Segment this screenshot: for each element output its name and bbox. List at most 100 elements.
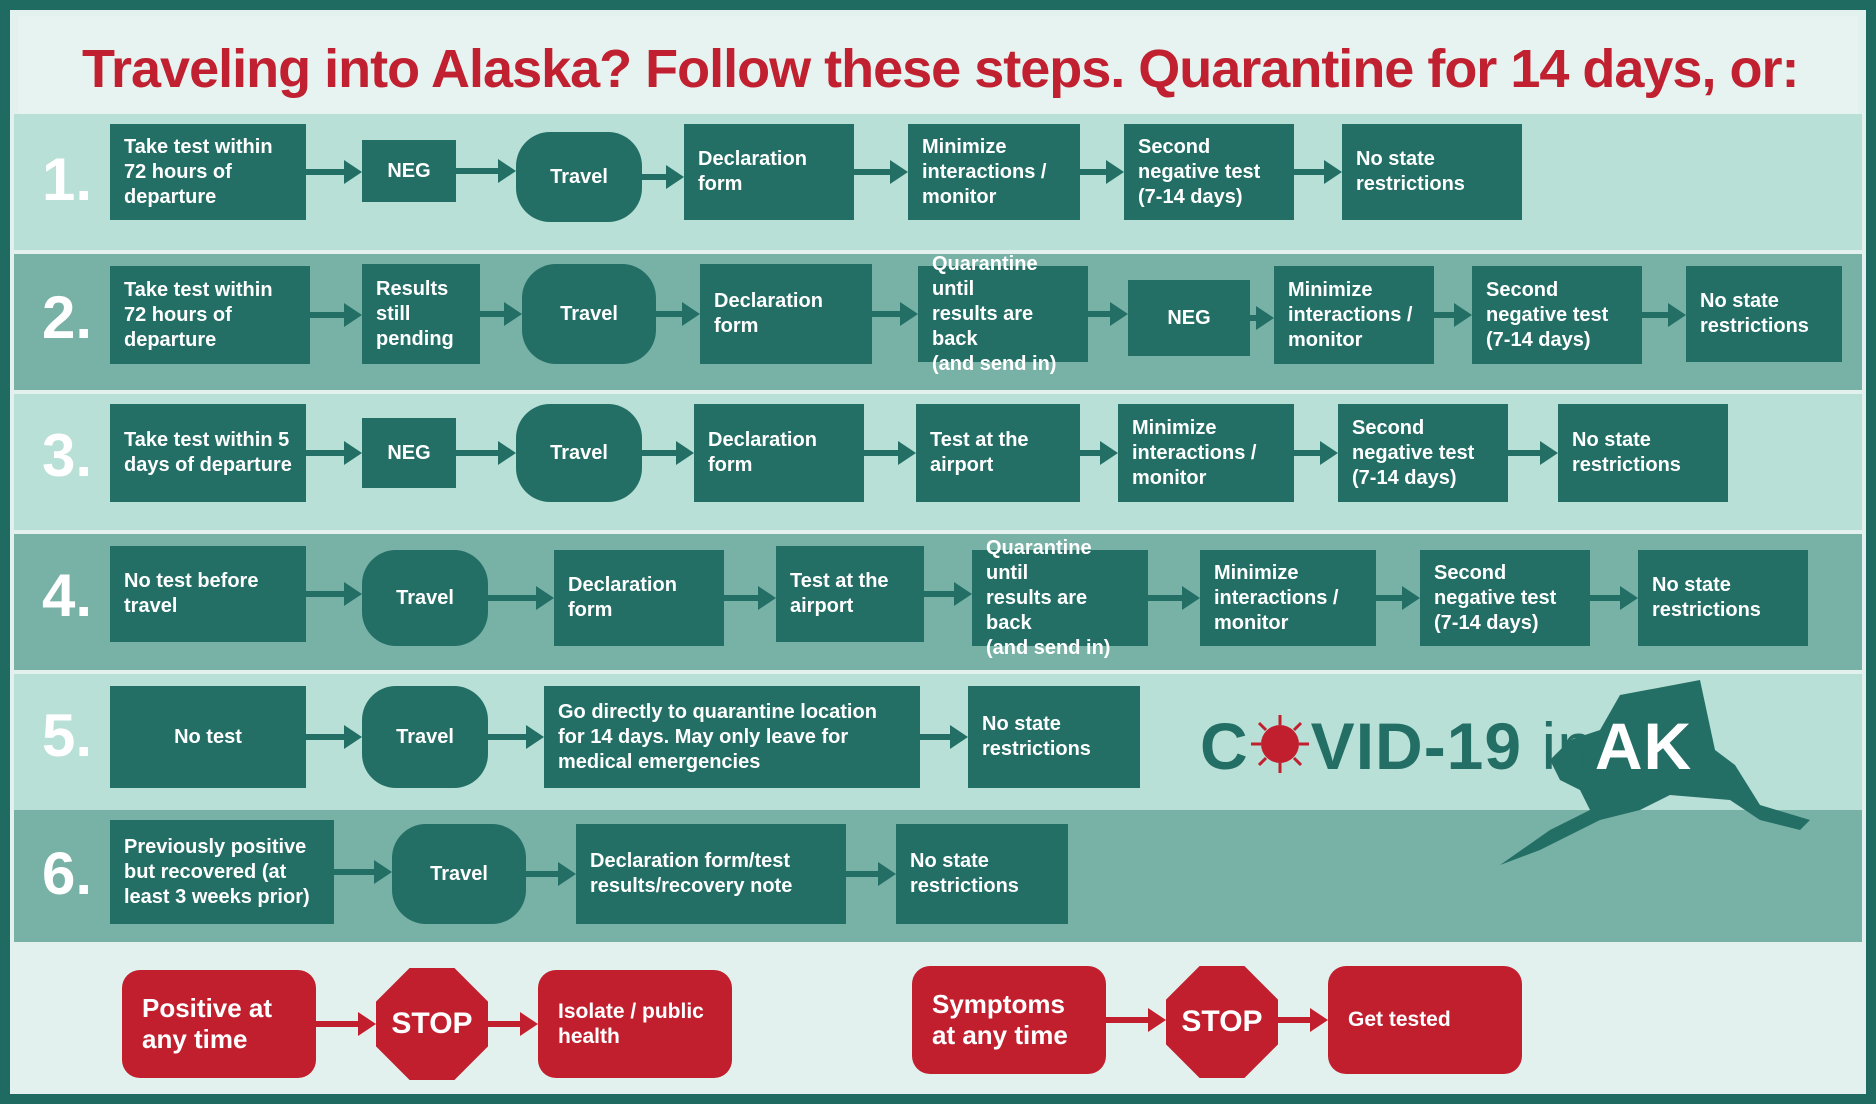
row-number: 5. — [42, 702, 93, 769]
flow-step: NEG — [362, 418, 456, 488]
arrow-right-icon — [1508, 441, 1558, 465]
flow-step: Travel — [516, 404, 642, 502]
alert-trigger: Symptoms at any time — [912, 966, 1106, 1074]
arrow-right-icon — [642, 441, 694, 465]
logo-c: C — [1200, 709, 1249, 783]
arrow-right-icon — [526, 862, 576, 886]
flow-step: Quarantine until results are back (and s… — [918, 253, 1088, 375]
logo-vid19: VID-19 — [1310, 709, 1523, 783]
arrow-right-icon — [724, 586, 776, 610]
arrow-right-icon — [1294, 160, 1342, 184]
flow-step: No state restrictions — [968, 686, 1140, 788]
arrow-right-icon — [924, 582, 972, 606]
flow-step: NEG — [362, 140, 456, 202]
flow-step: Travel — [522, 264, 656, 364]
flow-step: Test at the airport — [776, 546, 924, 642]
flow-step: NEG — [1128, 280, 1250, 356]
flow-step: Travel — [516, 132, 642, 222]
flow-step: No state restrictions — [896, 824, 1068, 924]
arrow-right-icon — [488, 725, 544, 749]
arrow-right-icon — [642, 165, 684, 189]
flow-step: No state restrictions — [1686, 266, 1842, 362]
flow-step: Take test within 72 hours of departure — [110, 266, 310, 364]
row-number: 6. — [42, 840, 93, 907]
row-band-5 — [14, 674, 1862, 810]
arrow-right-icon — [1590, 586, 1638, 610]
arrow-right-icon — [1106, 1008, 1166, 1032]
arrow-right-icon — [872, 302, 918, 326]
flow-step: Minimize interactions / monitor — [1118, 404, 1294, 502]
alert-action: Isolate / public health — [538, 970, 732, 1078]
title-band: Traveling into Alaska? Follow these step… — [18, 16, 1858, 114]
flow-step: Take test within 72 hours of departure — [110, 124, 306, 220]
arrow-right-icon — [310, 303, 362, 327]
alert-action: Get tested — [1328, 966, 1522, 1074]
row-number: 4. — [42, 562, 93, 629]
flow-step: No state restrictions — [1558, 404, 1728, 502]
flow-step: Second negative test (7-14 days) — [1420, 550, 1590, 646]
flow-step: Declaration form — [684, 124, 854, 220]
arrow-right-icon — [480, 302, 522, 326]
arrow-right-icon — [1434, 303, 1472, 327]
flow-step: Second negative test (7-14 days) — [1124, 124, 1294, 220]
arrow-right-icon — [846, 862, 896, 886]
flow-step: Previously positive but recovered (at le… — [110, 820, 334, 924]
arrow-right-icon — [1642, 303, 1686, 327]
flow-step: Take test within 5 days of departure — [110, 404, 306, 502]
flow-step: Travel — [362, 686, 488, 788]
row-number: 1. — [42, 146, 93, 213]
alert-trigger: Positive at any time — [122, 970, 316, 1078]
page-title: Traveling into Alaska? Follow these step… — [82, 39, 1799, 99]
flow-step: No state restrictions — [1638, 550, 1808, 646]
flow-step: Go directly to quarantine location for 1… — [544, 686, 920, 788]
arrow-right-icon — [1278, 1008, 1328, 1032]
arrow-right-icon — [854, 160, 908, 184]
row-number: 3. — [42, 422, 93, 489]
flow-step: Declaration form — [694, 404, 864, 502]
flow-step: No state restrictions — [1342, 124, 1522, 220]
covid-alaska-logo: C VID-19 inAK — [1200, 670, 1840, 870]
flow-step: No test before travel — [110, 546, 306, 642]
flow-step: Declaration form/test results/recovery n… — [576, 824, 846, 924]
flow-step: Quarantine until results are back (and s… — [972, 537, 1148, 659]
arrow-right-icon — [456, 159, 516, 183]
arrow-right-icon — [1376, 586, 1420, 610]
arrow-right-icon — [1080, 441, 1118, 465]
arrow-right-icon — [306, 441, 362, 465]
flow-step: Declaration form — [700, 264, 872, 364]
arrow-right-icon — [456, 441, 516, 465]
flow-step: Test at the airport — [916, 404, 1080, 502]
arrow-right-icon — [656, 302, 700, 326]
arrow-right-icon — [488, 586, 554, 610]
flow-step: No test — [110, 686, 306, 788]
arrow-right-icon — [316, 1012, 376, 1036]
flow-step: Second negative test (7-14 days) — [1338, 404, 1508, 502]
flow-step: Travel — [392, 824, 526, 924]
stop-sign-icon: STOP — [1166, 966, 1278, 1078]
arrow-right-icon — [1080, 160, 1124, 184]
flow-step: Travel — [362, 550, 488, 646]
flow-step: Declaration form — [554, 550, 724, 646]
flow-step: Minimize interactions / monitor — [908, 124, 1080, 220]
alaska-map-icon — [1500, 680, 1810, 865]
flow-step: Minimize interactions / monitor — [1274, 266, 1434, 364]
arrow-right-icon — [920, 725, 968, 749]
arrow-right-icon — [334, 860, 392, 884]
logo-ak: AK — [1594, 709, 1693, 783]
arrow-right-icon — [1250, 306, 1274, 330]
flow-step: Minimize interactions / monitor — [1200, 550, 1376, 646]
arrow-right-icon — [306, 582, 362, 606]
arrow-right-icon — [488, 1012, 538, 1036]
arrow-right-icon — [1088, 302, 1128, 326]
row-number: 2. — [42, 284, 93, 351]
logo-in: in — [1541, 709, 1595, 783]
logo-wordmark: C VID-19 inAK — [1200, 708, 1692, 784]
virus-icon — [1250, 715, 1309, 773]
arrow-right-icon — [306, 725, 362, 749]
flow-step: Second negative test (7-14 days) — [1472, 266, 1642, 364]
arrow-right-icon — [1148, 586, 1200, 610]
flow-step: Results still pending — [362, 264, 480, 364]
arrow-right-icon — [306, 160, 362, 184]
arrow-right-icon — [1294, 441, 1338, 465]
